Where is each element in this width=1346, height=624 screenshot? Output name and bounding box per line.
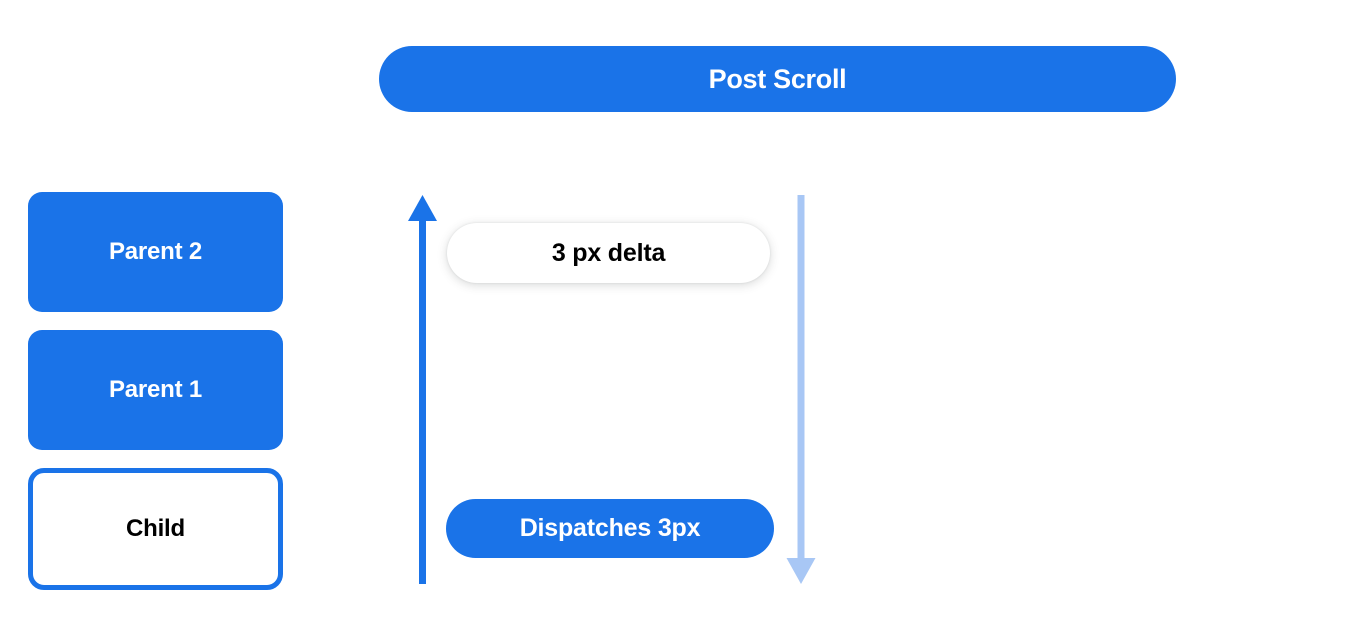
stack-box-parent-1-label: Parent 1 <box>108 376 203 403</box>
delta-callout-label: 3 px delta <box>551 238 666 267</box>
scroll-bubble-up-arrow-icon <box>408 195 437 584</box>
stack-box-parent-2-label: Parent 2 <box>108 238 203 265</box>
delta-callout-pill: 3 px delta <box>447 223 770 283</box>
dispatch-callout-pill: Dispatches 3px <box>446 499 774 558</box>
dispatch-callout-label: Dispatches 3px <box>519 514 701 542</box>
stack-box-parent-2: Parent 2 <box>28 192 283 312</box>
stack-box-child-label: Child <box>126 515 185 542</box>
scroll-dispatch-down-arrow-icon <box>786 195 816 584</box>
post-scroll-banner-label: Post Scroll <box>708 63 847 94</box>
stack-box-parent-1: Parent 1 <box>28 330 283 450</box>
post-scroll-banner: Post Scroll <box>379 46 1176 112</box>
stack-box-child: Child <box>28 468 283 590</box>
